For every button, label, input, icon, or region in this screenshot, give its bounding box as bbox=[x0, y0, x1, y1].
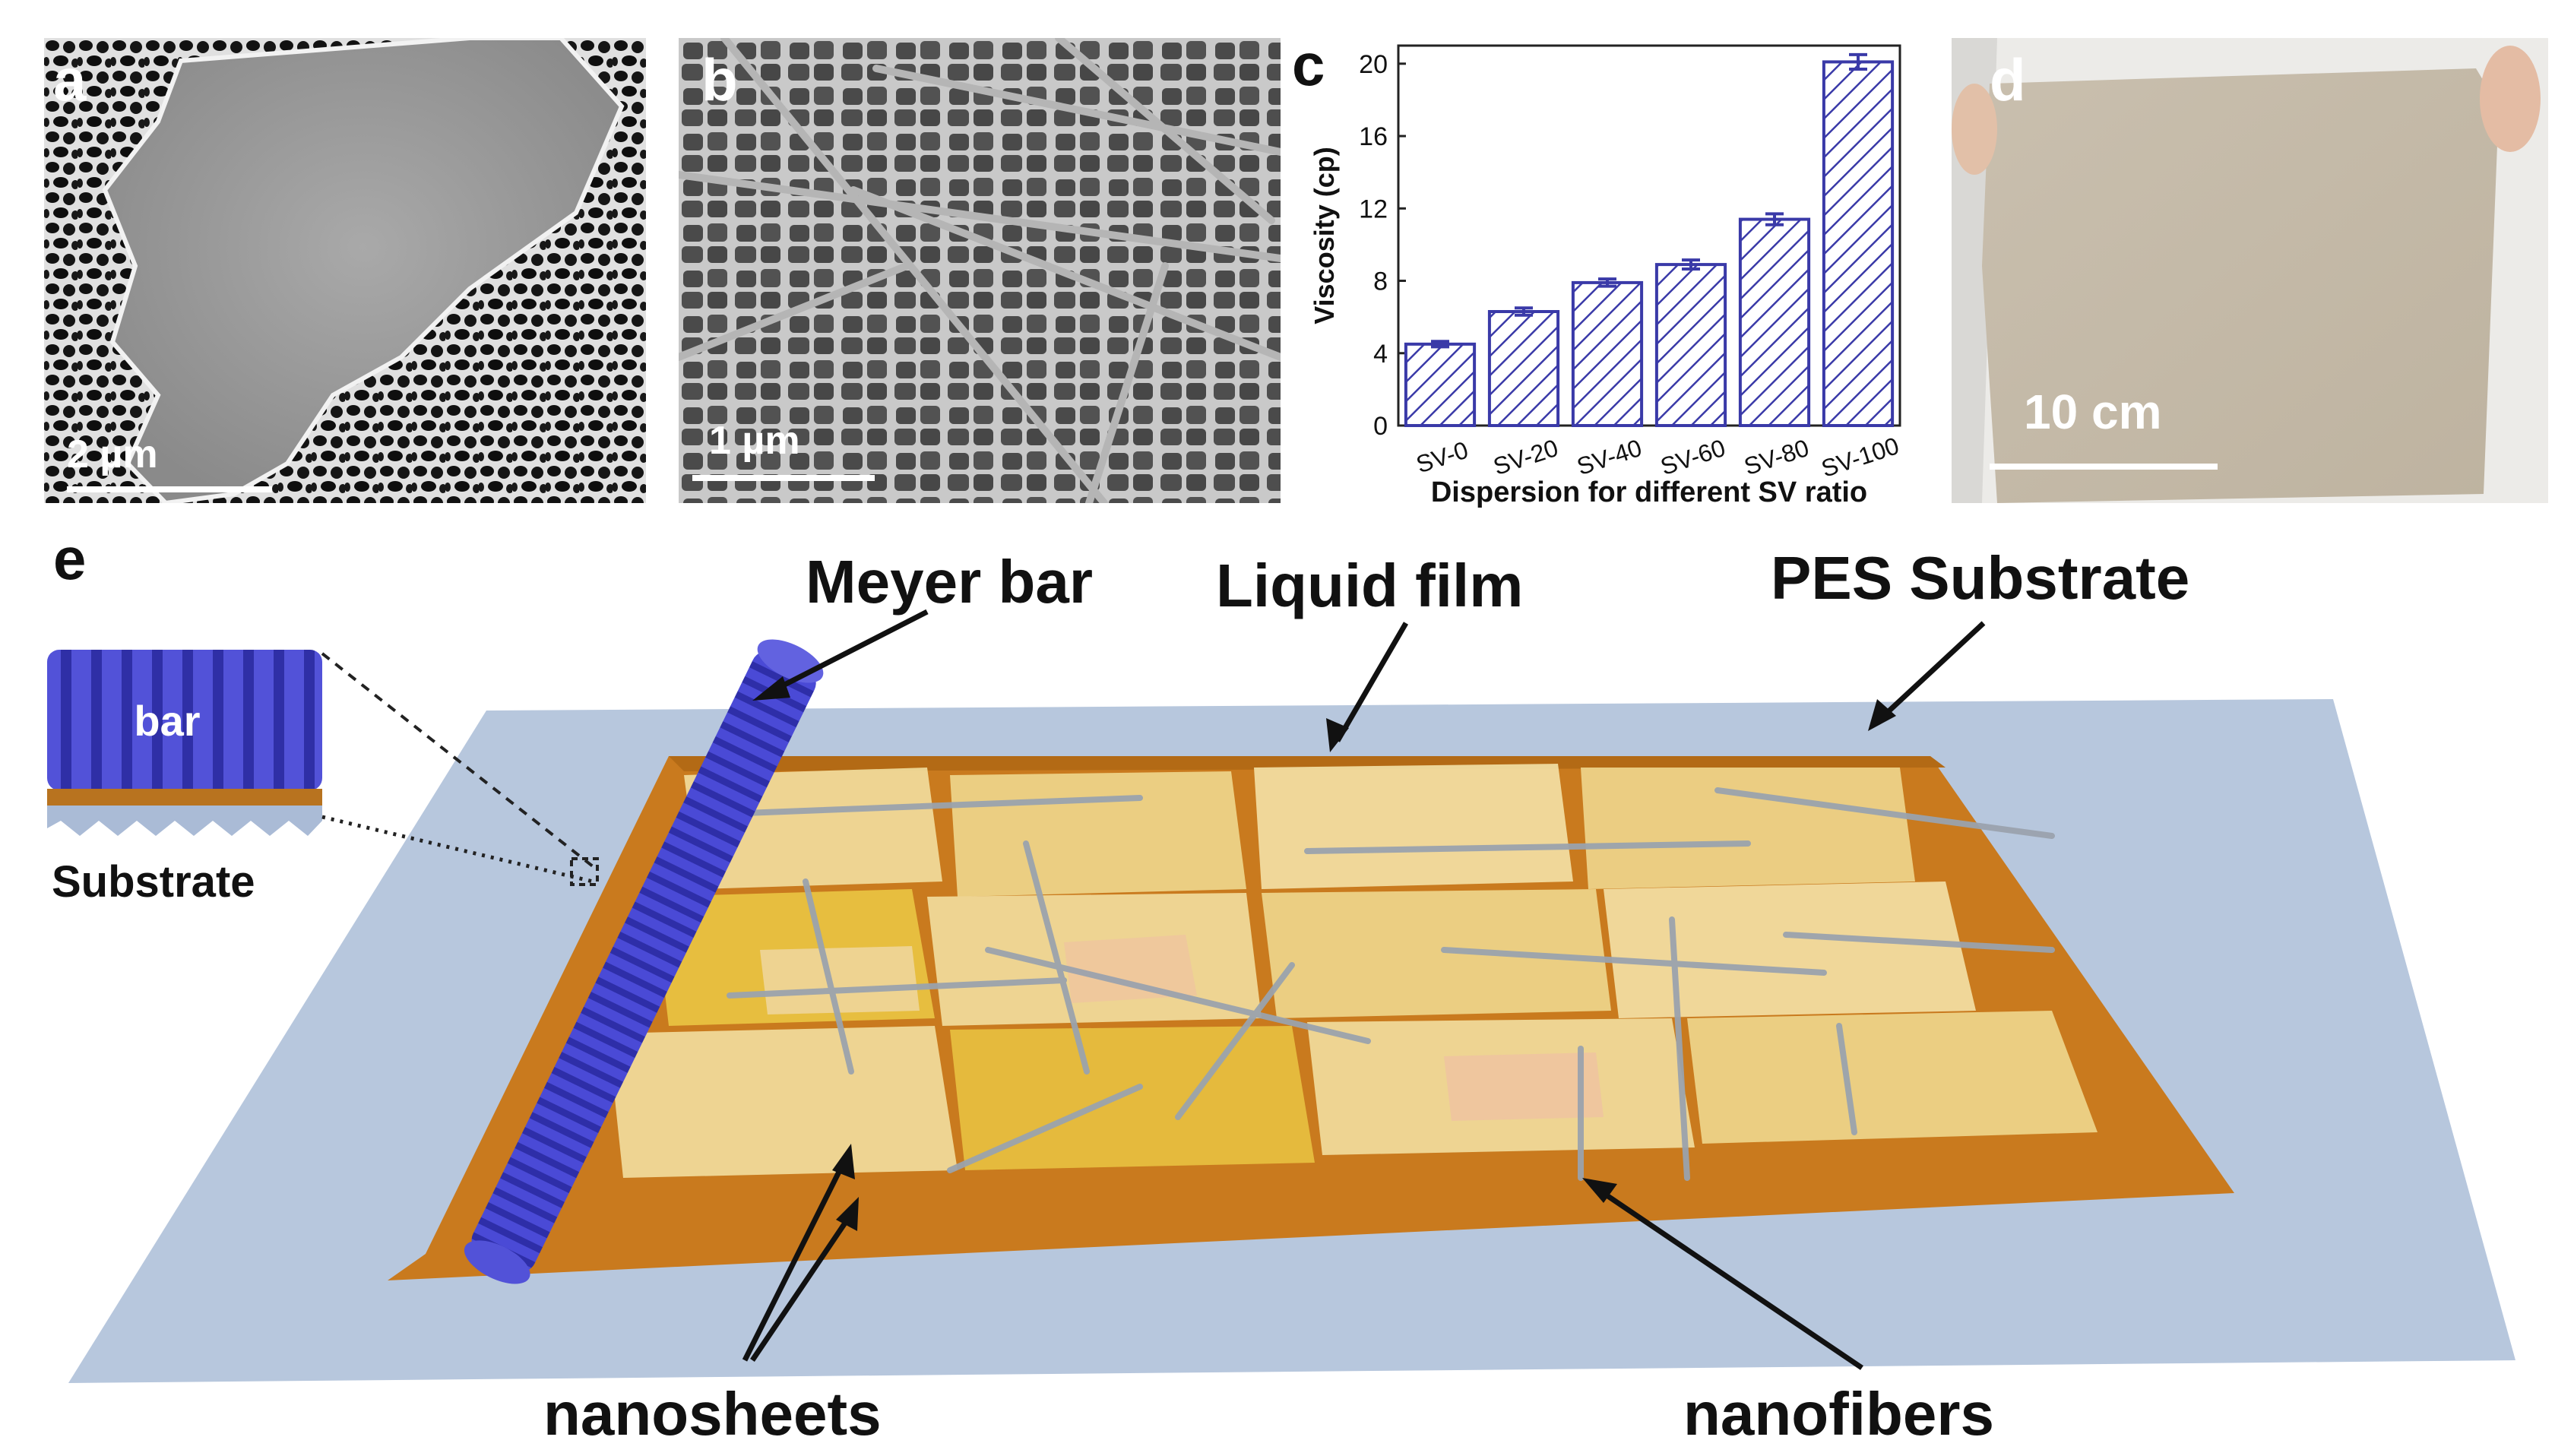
meyer-bar-inset: bar Substrate bbox=[47, 650, 599, 907]
y-tick-label: 0 bbox=[1373, 412, 1388, 441]
scale-bar-a bbox=[67, 486, 272, 492]
error-bar bbox=[1515, 306, 1533, 317]
inset-substrate-ridges bbox=[47, 806, 322, 836]
callout-arrows bbox=[742, 609, 1986, 1370]
porous-membrane-texture bbox=[44, 38, 646, 503]
x-axis-label: Dispersion for different SV ratio bbox=[1431, 476, 1867, 508]
plot-frame bbox=[1397, 44, 1901, 427]
y-tick-label: 8 bbox=[1373, 267, 1388, 296]
hand-left bbox=[1952, 84, 1997, 175]
panel-label-d: d bbox=[1990, 46, 2026, 113]
scale-bar-label-b: 1 µm bbox=[709, 419, 800, 463]
panel-label-a: a bbox=[53, 46, 87, 113]
nanofiber-network-texture bbox=[679, 38, 1281, 503]
bar-sv-40 bbox=[1571, 280, 1644, 427]
x-tick-label: SV-20 bbox=[1490, 434, 1562, 480]
film-sheet bbox=[1982, 68, 2499, 503]
y-tick-label: 20 bbox=[1359, 50, 1388, 79]
hand-right bbox=[2480, 46, 2541, 152]
panel-label-c: c bbox=[1292, 31, 1325, 98]
bar-sv-0 bbox=[1404, 342, 1477, 428]
pes-substrate-label: PES Substrate bbox=[1771, 544, 2190, 612]
y-tick-label: 16 bbox=[1359, 122, 1388, 151]
y-tick-label: 12 bbox=[1359, 195, 1388, 223]
x-tick-label: SV-100 bbox=[1818, 432, 1902, 483]
scale-bar-d bbox=[1990, 464, 2218, 470]
inset-bar-coil bbox=[47, 650, 322, 790]
x-tick-label: SV-60 bbox=[1657, 434, 1729, 480]
nanosheets-label: nanosheets bbox=[543, 1380, 882, 1448]
bar-sv-100 bbox=[1822, 60, 1895, 428]
x-tick-label: SV-40 bbox=[1574, 434, 1645, 480]
panel-d-photo: d 10 cm bbox=[1952, 38, 2548, 503]
error-bar bbox=[1431, 340, 1449, 349]
meyer-bar-coating-diagram: bar Substrate bbox=[47, 609, 2515, 1383]
panel-label-b: b bbox=[701, 46, 738, 113]
scale-bar-b bbox=[692, 475, 875, 481]
inset-bar-label: bar bbox=[134, 697, 200, 745]
meyer-bar-label: Meyer bar bbox=[806, 548, 1093, 616]
bar-sv-60 bbox=[1654, 263, 1727, 427]
scale-bar-label-a: 2 µm bbox=[67, 432, 158, 476]
x-tick-label: SV-0 bbox=[1413, 436, 1471, 479]
nanofibers-label: nanofibers bbox=[1683, 1380, 1994, 1448]
panel-b-sem-image: b 1 µm bbox=[679, 38, 1281, 503]
nanofibers-in-image bbox=[679, 38, 1281, 503]
panel-label-e: e bbox=[53, 525, 87, 592]
bar-sv-80 bbox=[1738, 217, 1811, 427]
x-tick-label: SV-80 bbox=[1741, 434, 1813, 480]
error-bar bbox=[1849, 52, 1867, 71]
nanosheets-layer bbox=[608, 764, 2098, 1178]
error-bar bbox=[1765, 212, 1784, 226]
film-photograph bbox=[1952, 38, 2548, 503]
y-axis-label: Viscosity (cp) bbox=[1309, 147, 1340, 324]
inset-liquid-layer bbox=[47, 789, 322, 806]
y-tick-label: 4 bbox=[1373, 340, 1388, 369]
error-bar bbox=[1682, 258, 1700, 271]
panel-e-schematic: bar Substrate e Meyer bar Liquid film PE… bbox=[0, 524, 2574, 1456]
liquid-film-label: Liquid film bbox=[1216, 552, 1524, 619]
nanofibers-layer bbox=[727, 787, 2055, 1181]
nanosheet-flake bbox=[102, 38, 625, 503]
error-bar bbox=[1598, 277, 1616, 288]
inset-substrate-label: Substrate bbox=[52, 857, 255, 907]
scale-bar-label-d: 10 cm bbox=[2024, 385, 2162, 439]
bar-sv-20 bbox=[1487, 310, 1560, 427]
panel-a-sem-image: a 2 µm bbox=[44, 38, 646, 503]
